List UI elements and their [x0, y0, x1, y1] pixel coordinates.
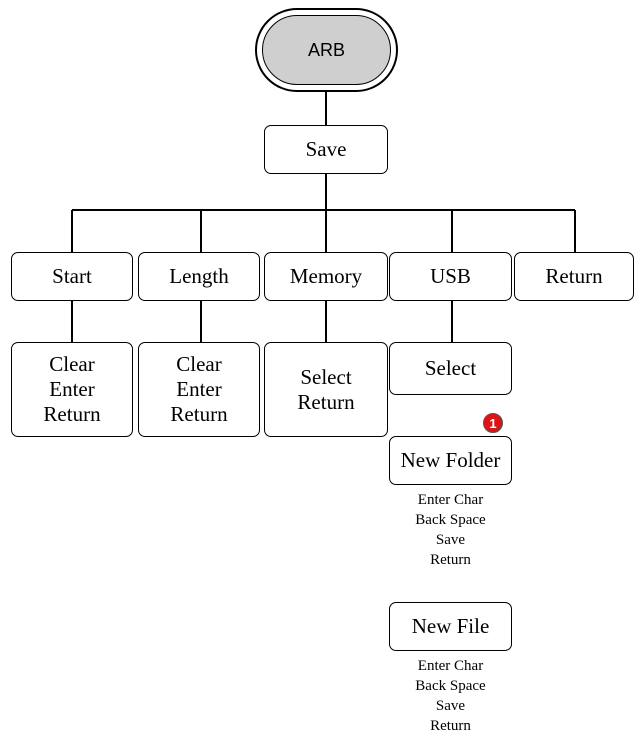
length-label: Length [169, 264, 229, 288]
new-folder-option-return: Return [430, 552, 471, 568]
usb-button[interactable]: USB [389, 252, 512, 301]
save-button[interactable]: Save [264, 125, 388, 174]
save-label: Save [305, 137, 347, 161]
length-submenu-enter: Enter [176, 377, 222, 401]
start-label: Start [52, 264, 92, 288]
length-submenu[interactable]: Clear Enter Return [138, 342, 260, 437]
start-submenu-enter: Enter [49, 377, 95, 401]
new-folder-option-enter-char: Enter Char [417, 492, 484, 508]
new-file-button[interactable]: New File [389, 602, 512, 651]
new-file-option-return: Return [430, 718, 471, 734]
start-submenu-clear: Clear [49, 352, 95, 376]
start-submenu-return: Return [43, 402, 101, 426]
new-file-option-save: Save [435, 698, 466, 714]
length-button[interactable]: Length [138, 252, 260, 301]
new-folder-label: New Folder [400, 448, 501, 472]
memory-submenu-return: Return [297, 389, 355, 414]
note-badge-icon: 1 [483, 413, 503, 433]
start-submenu[interactable]: Clear Enter Return [11, 342, 133, 437]
usb-label: USB [430, 264, 471, 288]
memory-button[interactable]: Memory [264, 252, 388, 301]
memory-label: Memory [289, 264, 363, 288]
length-submenu-clear: Clear [176, 352, 222, 376]
new-folder-option-save: Save [435, 532, 466, 548]
new-file-option-back-space: Back Space [415, 678, 486, 694]
length-submenu-return: Return [170, 402, 228, 426]
return-button[interactable]: Return [514, 252, 634, 301]
new-file-option-enter-char: Enter Char [417, 658, 484, 674]
new-folder-options: Enter Char Back Space Save Return [389, 490, 512, 570]
usb-select-button[interactable]: Select [389, 342, 512, 395]
new-folder-button[interactable]: New Folder [389, 436, 512, 485]
new-folder-option-back-space: Back Space [415, 512, 486, 528]
return-label: Return [545, 264, 603, 288]
usb-select-label: Select [424, 356, 477, 380]
memory-submenu-select: Select [300, 364, 352, 389]
new-file-label: New File [411, 614, 490, 638]
root-node-arb: ARB [262, 15, 391, 85]
start-button[interactable]: Start [11, 252, 133, 301]
memory-submenu[interactable]: Select Return [264, 342, 388, 437]
new-file-options: Enter Char Back Space Save Return [389, 656, 512, 736]
